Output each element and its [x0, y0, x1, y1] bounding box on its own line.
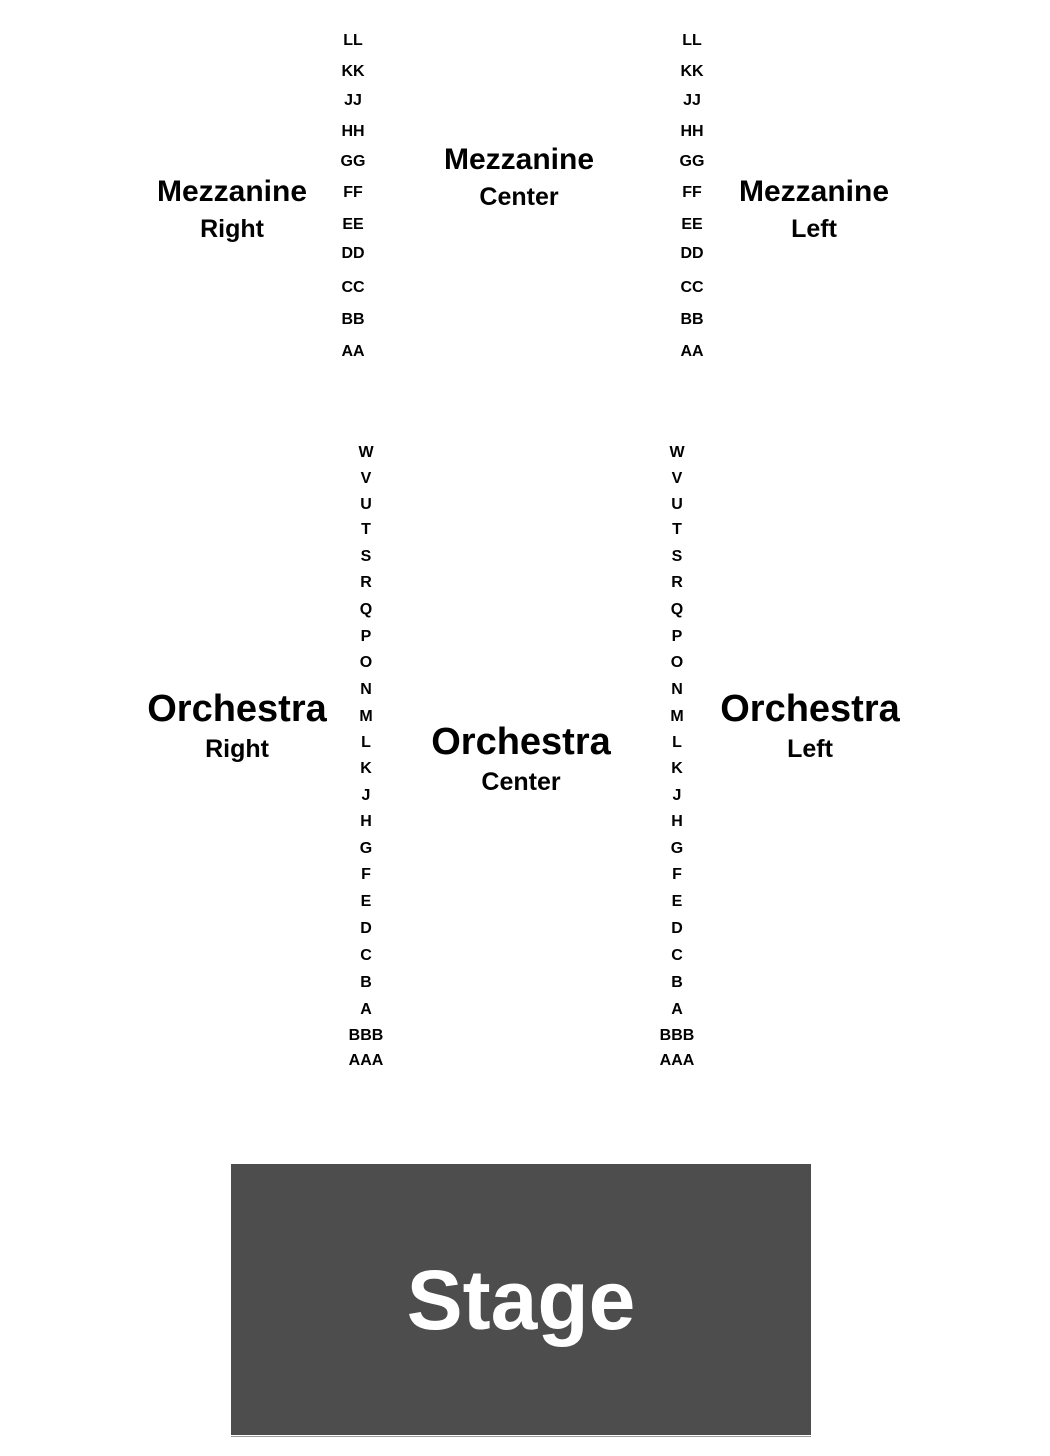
section-name: Mezzanine	[738, 175, 890, 208]
row-label[interactable]: U	[671, 496, 683, 513]
row-label[interactable]: N	[360, 681, 372, 698]
section-position: Left	[791, 215, 837, 243]
row-label[interactable]: Q	[670, 601, 684, 618]
mezzanine-left-label[interactable]: Mezzanine Left	[714, 177, 914, 242]
orchestra-left-label[interactable]: Orchestra Left	[690, 690, 930, 762]
row-label[interactable]: P	[360, 628, 372, 645]
row-label[interactable]: L	[672, 734, 682, 751]
row-label[interactable]: HH	[680, 123, 704, 140]
row-label[interactable]: E	[671, 893, 683, 910]
row-label[interactable]: H	[360, 813, 372, 830]
stage-edge	[231, 1436, 811, 1437]
row-label[interactable]: V	[360, 470, 372, 487]
section-name: Orchestra	[720, 688, 900, 730]
row-label[interactable]: KK	[341, 63, 365, 80]
row-label[interactable]: D	[671, 920, 683, 937]
row-label[interactable]: N	[671, 681, 683, 698]
row-label[interactable]: J	[361, 787, 371, 804]
row-label[interactable]: O	[670, 654, 684, 671]
section-position: Center	[479, 183, 559, 211]
section-name: Mezzanine	[156, 175, 308, 208]
row-label[interactable]: HH	[341, 123, 365, 140]
section-position: Left	[787, 735, 833, 763]
row-label[interactable]: F	[361, 866, 371, 883]
row-label[interactable]: L	[361, 734, 371, 751]
row-label[interactable]: AAA	[659, 1052, 695, 1069]
row-label[interactable]: DD	[341, 245, 365, 262]
row-label[interactable]: LL	[682, 32, 702, 49]
row-label[interactable]: EE	[681, 216, 703, 233]
row-label[interactable]: EE	[342, 216, 364, 233]
row-label[interactable]: A	[671, 1001, 683, 1018]
row-label[interactable]: FF	[343, 184, 363, 201]
row-label[interactable]: H	[671, 813, 683, 830]
row-label[interactable]: W	[669, 444, 685, 461]
row-label[interactable]: K	[360, 760, 372, 777]
row-label[interactable]: GG	[340, 153, 366, 170]
row-label[interactable]: S	[360, 548, 372, 565]
row-label[interactable]: P	[671, 628, 683, 645]
row-label[interactable]: C	[671, 947, 683, 964]
row-label[interactable]: R	[360, 574, 372, 591]
row-label[interactable]: T	[672, 521, 682, 538]
row-label[interactable]: BBB	[659, 1027, 695, 1044]
row-label[interactable]: BB	[680, 311, 704, 328]
row-label[interactable]: G	[359, 840, 373, 857]
orchestra-center-label[interactable]: Orchestra Center	[401, 723, 641, 795]
row-label[interactable]: W	[358, 444, 374, 461]
mezzanine-center-label[interactable]: Mezzanine Center	[419, 145, 619, 210]
row-label[interactable]: Q	[359, 601, 373, 618]
row-label[interactable]: A	[360, 1001, 372, 1018]
row-label[interactable]: U	[360, 496, 372, 513]
row-label[interactable]: BB	[341, 311, 365, 328]
row-label[interactable]: KK	[680, 63, 704, 80]
orchestra-right-label[interactable]: Orchestra Right	[117, 690, 357, 762]
row-label[interactable]: AA	[341, 343, 365, 360]
row-label[interactable]: S	[671, 548, 683, 565]
row-label[interactable]: B	[360, 974, 372, 991]
row-label[interactable]: BBB	[348, 1027, 384, 1044]
section-position: Right	[205, 735, 269, 763]
section-name: Orchestra	[431, 721, 611, 763]
stage: Stage	[231, 1164, 811, 1435]
row-label[interactable]: F	[672, 866, 682, 883]
row-label[interactable]: GG	[679, 153, 705, 170]
row-label[interactable]: CC	[341, 279, 365, 296]
section-name: Orchestra	[147, 688, 327, 730]
row-label[interactable]: R	[671, 574, 683, 591]
row-label[interactable]: FF	[682, 184, 702, 201]
row-label[interactable]: D	[360, 920, 372, 937]
stage-label: Stage	[406, 1252, 636, 1347]
section-position: Right	[200, 215, 264, 243]
row-label[interactable]: J	[672, 787, 682, 804]
row-label[interactable]: DD	[680, 245, 704, 262]
section-position: Center	[481, 768, 561, 796]
row-label[interactable]: T	[361, 521, 371, 538]
row-label[interactable]: CC	[680, 279, 704, 296]
row-label[interactable]: JJ	[344, 92, 362, 109]
row-label[interactable]: AAA	[348, 1052, 384, 1069]
row-label[interactable]: B	[671, 974, 683, 991]
row-label[interactable]: C	[360, 947, 372, 964]
row-label[interactable]: K	[671, 760, 683, 777]
row-label[interactable]: M	[670, 708, 684, 725]
row-label[interactable]: AA	[680, 343, 704, 360]
row-label[interactable]: JJ	[683, 92, 701, 109]
section-name: Mezzanine	[443, 143, 595, 176]
row-label[interactable]: E	[360, 893, 372, 910]
row-label[interactable]: G	[670, 840, 684, 857]
row-label[interactable]: M	[359, 708, 373, 725]
row-label[interactable]: O	[359, 654, 373, 671]
row-label[interactable]: LL	[343, 32, 363, 49]
mezzanine-right-label[interactable]: Mezzanine Right	[132, 177, 332, 242]
row-label[interactable]: V	[671, 470, 683, 487]
